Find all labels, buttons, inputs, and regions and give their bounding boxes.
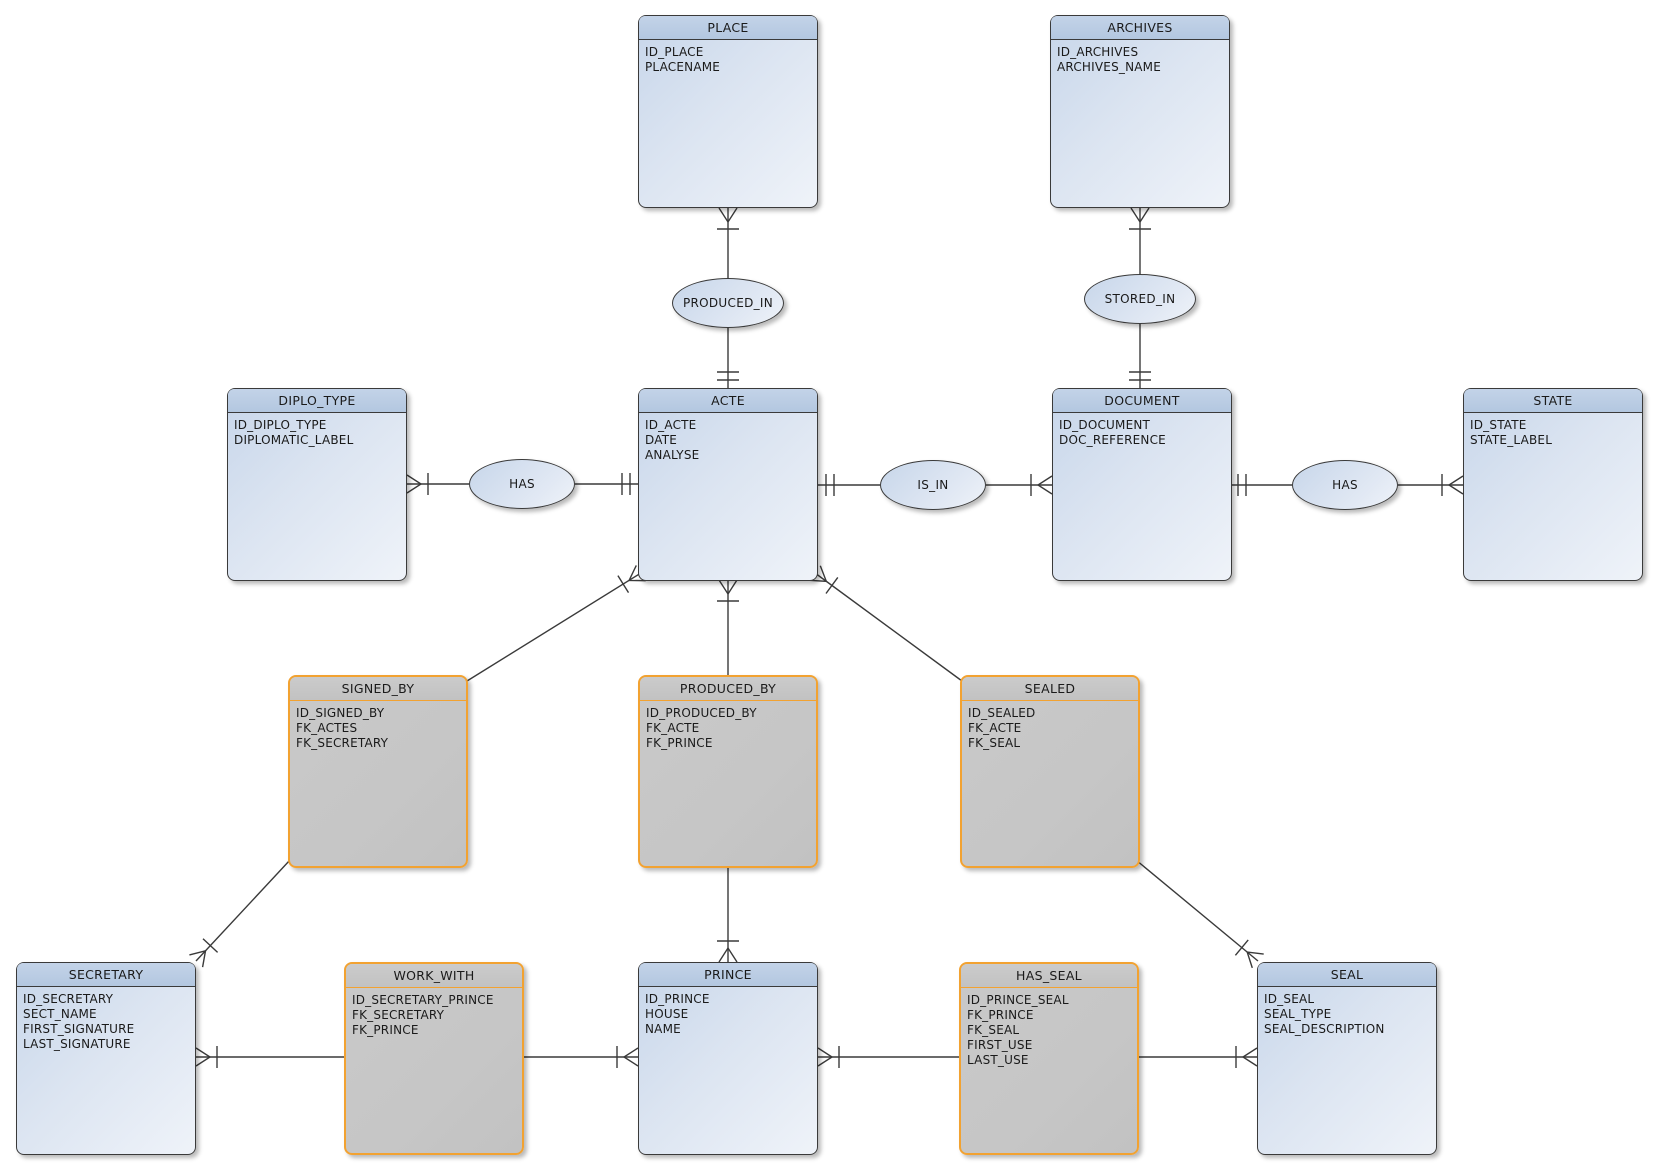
entity-prince[interactable]: PRINCE ID_PRINCE HOUSE NAME xyxy=(638,962,818,1155)
assoc-has-seal-fields: ID_PRINCE_SEAL FK_PRINCE FK_SEAL FIRST_U… xyxy=(967,993,1069,1067)
connector-produced-by-prince xyxy=(717,868,739,963)
entity-acte-fields: ID_ACTE DATE ANALYSE xyxy=(645,418,700,462)
entity-acte-title: ACTE xyxy=(639,389,817,413)
entity-prince-title: PRINCE xyxy=(639,963,817,987)
entity-place-title: PLACE xyxy=(639,16,817,40)
entity-state-title: STATE xyxy=(1464,389,1642,413)
entity-secretary[interactable]: SECRETARY ID_SECRETARY SECT_NAME FIRST_S… xyxy=(16,962,196,1155)
relationship-produced-in[interactable]: PRODUCED_IN xyxy=(672,278,784,328)
assoc-produced-by-fields: ID_PRODUCED_BY FK_ACTE FK_PRINCE xyxy=(646,706,757,750)
entity-secretary-fields: ID_SECRETARY SECT_NAME FIRST_SIGNATURE L… xyxy=(23,992,135,1051)
entity-diplo-type-fields: ID_DIPLO_TYPE DIPLOMATIC_LABEL xyxy=(234,418,354,447)
entity-diplo-type-title: DIPLO_TYPE xyxy=(228,389,406,413)
entity-seal[interactable]: SEAL ID_SEAL SEAL_TYPE SEAL_DESCRIPTION xyxy=(1257,962,1437,1155)
connector-archives-stored-in-document xyxy=(1129,207,1151,388)
connector-has-seal-seal xyxy=(1139,1046,1258,1068)
entity-seal-fields: ID_SEAL SEAL_TYPE SEAL_DESCRIPTION xyxy=(1264,992,1385,1036)
relationship-is-in-label: IS_IN xyxy=(917,478,949,492)
connector-work-with-prince xyxy=(524,1046,639,1068)
relationship-stored-in[interactable]: STORED_IN xyxy=(1084,274,1196,324)
entity-state[interactable]: STATE ID_STATE STATE_LABEL xyxy=(1463,388,1643,581)
relationship-has-diplo-label: HAS xyxy=(509,477,535,491)
assoc-sealed-fields: ID_SEALED FK_ACTE FK_SEAL xyxy=(968,706,1036,750)
assoc-signed-by-fields: ID_SIGNED_BY FK_ACTES FK_SECRETARY xyxy=(296,706,389,750)
entity-seal-title: SEAL xyxy=(1258,963,1436,987)
assoc-sealed-title: SEALED xyxy=(962,677,1138,701)
connector-place-produced-in-acte xyxy=(717,207,739,388)
entity-acte[interactable]: ACTE ID_ACTE DATE ANALYSE xyxy=(638,388,818,581)
assoc-produced-by-title: PRODUCED_BY xyxy=(640,677,816,701)
connector-diplo-type-has-acte xyxy=(406,473,638,495)
assoc-produced-by[interactable]: PRODUCED_BY ID_PRODUCED_BY FK_ACTE FK_PR… xyxy=(638,675,818,868)
assoc-signed-by[interactable]: SIGNED_BY ID_SIGNED_BY FK_ACTES FK_SECRE… xyxy=(288,675,468,868)
connector-acte-is-in-document xyxy=(818,474,1053,496)
relationship-has-state-label: HAS xyxy=(1332,478,1358,492)
relationship-has-diplo[interactable]: HAS xyxy=(469,459,575,509)
assoc-has-seal[interactable]: HAS_SEAL ID_PRINCE_SEAL FK_PRINCE FK_SEA… xyxy=(959,962,1139,1155)
assoc-has-seal-title: HAS_SEAL xyxy=(961,964,1137,988)
connector-acte-signed-by xyxy=(466,565,646,682)
connector-secretary-work-with xyxy=(195,1046,344,1068)
connector-document-has-state xyxy=(1230,474,1464,496)
assoc-sealed[interactable]: SEALED ID_SEALED FK_ACTE FK_SEAL xyxy=(960,675,1140,868)
entity-archives[interactable]: ARCHIVES ID_ARCHIVES ARCHIVES_NAME xyxy=(1050,15,1230,208)
entity-document[interactable]: DOCUMENT ID_DOCUMENT DOC_REFERENCE xyxy=(1052,388,1232,581)
connector-acte-sealed xyxy=(809,565,963,682)
assoc-work-with[interactable]: WORK_WITH ID_SECRETARY_PRINCE FK_SECRETA… xyxy=(344,962,524,1155)
entity-place-fields: ID_PLACE PLACENAME xyxy=(645,45,721,74)
relationship-produced-in-label: PRODUCED_IN xyxy=(682,296,774,310)
entity-state-fields: ID_STATE STATE_LABEL xyxy=(1470,418,1553,447)
assoc-work-with-fields: ID_SECRETARY_PRINCE FK_SECRETARY FK_PRIN… xyxy=(352,993,494,1037)
entity-archives-fields: ID_ARCHIVES ARCHIVES_NAME xyxy=(1057,45,1162,74)
connector-acte-produced-by xyxy=(717,579,739,675)
assoc-work-with-title: WORK_WITH xyxy=(346,964,522,988)
entity-document-fields: ID_DOCUMENT DOC_REFERENCE xyxy=(1059,418,1166,447)
relationship-has-state[interactable]: HAS xyxy=(1292,460,1398,510)
relationship-stored-in-label: STORED_IN xyxy=(1104,292,1176,306)
entity-document-title: DOCUMENT xyxy=(1053,389,1231,413)
connector-signed-by-secretary xyxy=(189,859,291,968)
entity-prince-fields: ID_PRINCE HOUSE NAME xyxy=(645,992,710,1036)
relationship-is-in[interactable]: IS_IN xyxy=(880,460,986,510)
entity-diplo-type[interactable]: DIPLO_TYPE ID_DIPLO_TYPE DIPLOMATIC_LABE… xyxy=(227,388,407,581)
entity-archives-title: ARCHIVES xyxy=(1051,16,1229,40)
entity-place[interactable]: PLACE ID_PLACE PLACENAME xyxy=(638,15,818,208)
assoc-signed-by-title: SIGNED_BY xyxy=(290,677,466,701)
connector-prince-has-seal xyxy=(817,1046,959,1068)
entity-secretary-title: SECRETARY xyxy=(17,963,195,987)
connector-sealed-seal xyxy=(1135,859,1264,969)
